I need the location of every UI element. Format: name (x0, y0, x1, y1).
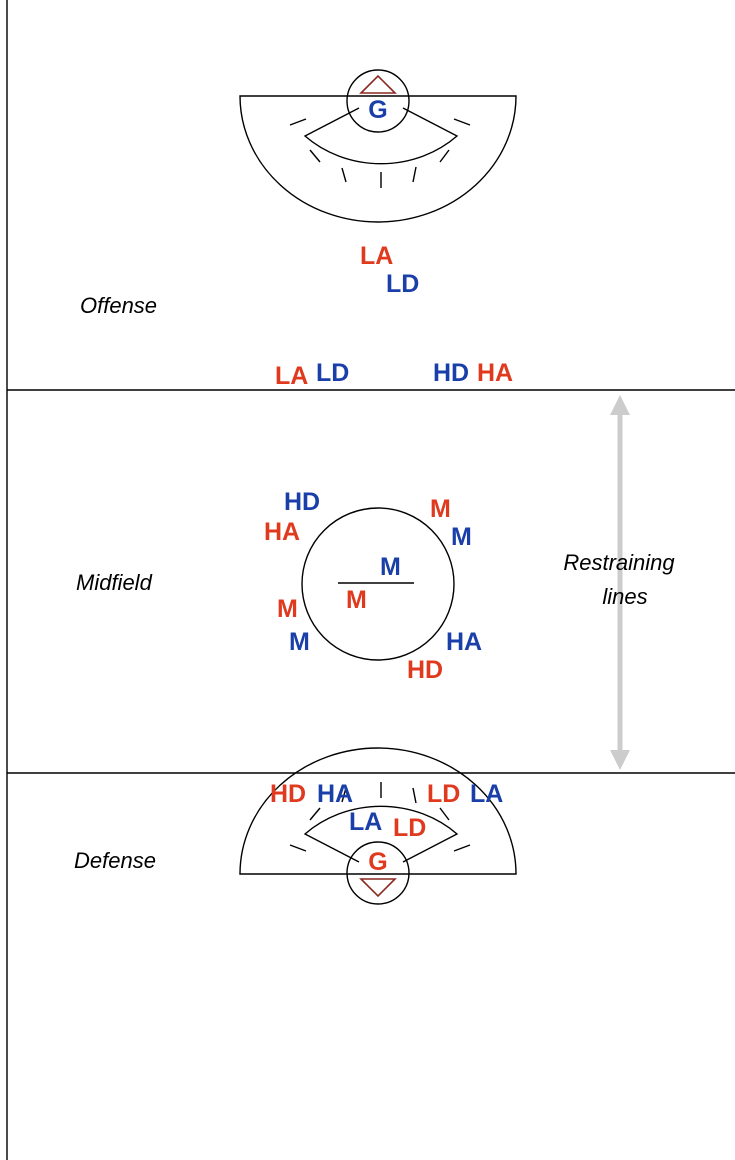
midfield-player-0: HD (284, 488, 320, 516)
bottom-goal-triangle (359, 878, 397, 898)
field-boundary (6, 0, 8, 1160)
top-crease-hash-marks (289, 118, 471, 188)
bottom-goal-crease (346, 841, 410, 905)
midfield-player-2: M (430, 495, 451, 523)
midfield-player-4: M (380, 553, 401, 581)
bottom-goal-area: G (239, 747, 517, 905)
bottom-crease-hash-marks (289, 782, 471, 852)
top-goal-area-cut (303, 107, 459, 165)
top-goal-crease (346, 69, 410, 133)
upper-line-player-3: HA (477, 359, 513, 387)
zone-label-offense: Offense (80, 293, 157, 318)
center-circle (301, 507, 455, 661)
defense-player-0: LA (349, 808, 382, 836)
lower-line-player-2: LD (427, 780, 460, 808)
bottom-goal-area-outer-arc (239, 747, 517, 875)
upper-line-player-0: LA (275, 362, 308, 390)
restraining-note-line2: lines (602, 584, 647, 609)
lower-line-player-0: HD (270, 780, 306, 808)
upper-line-player-1: LD (316, 359, 349, 387)
lower-line-player-3: LA (470, 780, 503, 808)
bottom-goal-area-cut (303, 805, 459, 863)
zone-label-defense: Defense (74, 848, 156, 873)
midfield-player-1: HA (264, 518, 300, 546)
defense-player-1: LD (393, 814, 426, 842)
top-goalie-label: G (368, 96, 387, 124)
top-goal-area: G (239, 69, 517, 223)
midfield-player-5: M (346, 586, 367, 614)
offense-player-0: LA (360, 242, 393, 270)
midfield-player-3: M (451, 523, 472, 551)
midfield-player-6: M (277, 595, 298, 623)
zone-label-midfield: Midfield (76, 570, 153, 595)
offense-player-1: LD (386, 270, 419, 298)
midfield-player-8: HA (446, 628, 482, 656)
lower-line-player-1: HA (317, 780, 353, 808)
midfield-player-7: M (289, 628, 310, 656)
top-goal-triangle (359, 74, 397, 94)
midfield-player-9: HD (407, 656, 443, 684)
bottom-goalie-label: G (368, 848, 387, 876)
restraining-note-line1: Restraining (563, 550, 675, 575)
upper-line-player-2: HD (433, 359, 469, 387)
top-goal-area-outer-arc (239, 95, 517, 223)
